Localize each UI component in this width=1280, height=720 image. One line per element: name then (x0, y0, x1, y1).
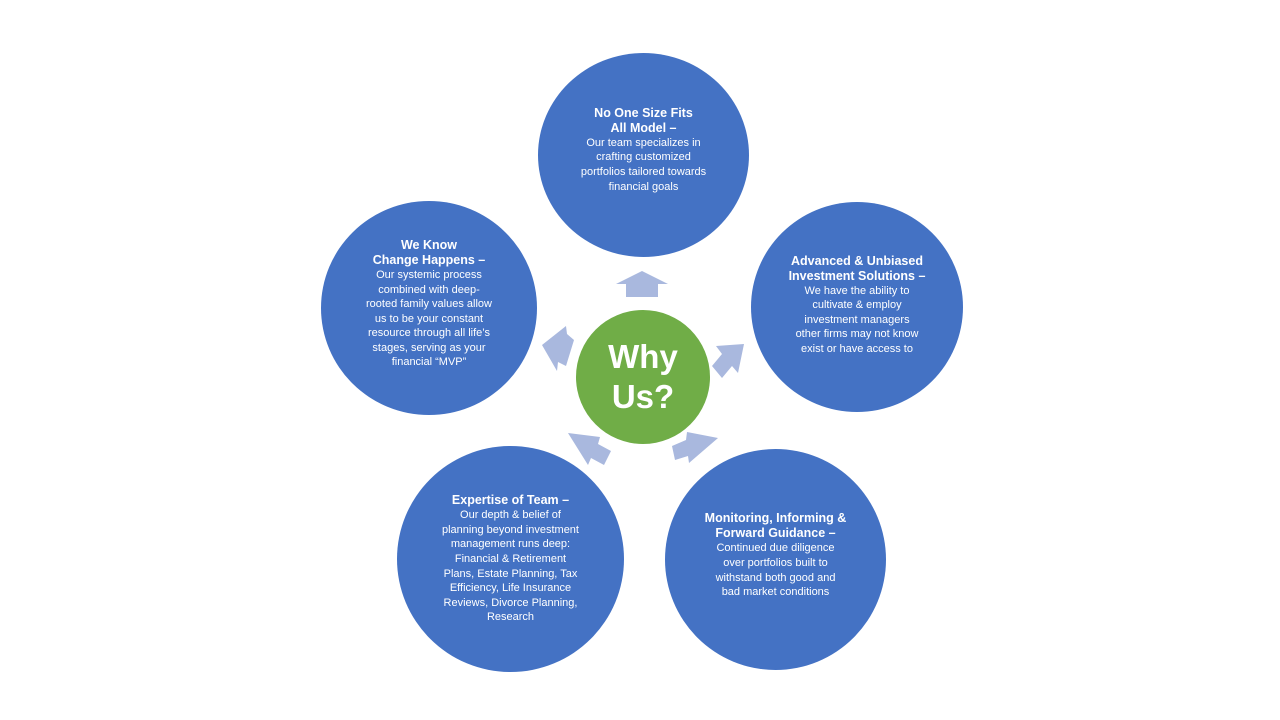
node-title: We Know Change Happens – (372, 237, 486, 267)
node-title: Monitoring, Informing & Forward Guidance… (704, 511, 847, 541)
node-no-one-size-fits-all: No One Size Fits All Model – Our team sp… (538, 53, 749, 257)
node-title: Expertise of Team – (451, 493, 570, 508)
node-title: No One Size Fits All Model – (594, 105, 693, 135)
arrow-to-top (616, 271, 668, 297)
node-title: Advanced & Unbiased Investment Solutions… (788, 253, 926, 283)
node-description: We have the ability to cultivate & emplo… (795, 284, 919, 355)
node-description: Our team specializes in crafting customi… (580, 136, 707, 193)
node-description: Our systemic process combined with deep-… (366, 268, 492, 369)
arrow-to-left (542, 326, 574, 371)
arrow-to-right (712, 344, 744, 378)
arrow-to-bottom-right (672, 432, 718, 463)
center-hub-why-us: Why Us? (576, 310, 710, 444)
node-monitoring-guidance: Monitoring, Informing & Forward Guidance… (665, 449, 886, 670)
node-description: Our depth & belief of planning beyond in… (442, 509, 579, 624)
node-we-know-change-happens: We Know Change Happens – Our systemic pr… (321, 201, 537, 415)
node-expertise-of-team: Expertise of Team – Our depth & belief o… (397, 446, 624, 672)
arrow-to-bottom-left (568, 433, 611, 465)
node-description: Continued due diligence over portfolios … (715, 542, 836, 599)
node-advanced-unbiased-solutions: Advanced & Unbiased Investment Solutions… (751, 202, 963, 412)
center-label: Why Us? (608, 338, 678, 415)
